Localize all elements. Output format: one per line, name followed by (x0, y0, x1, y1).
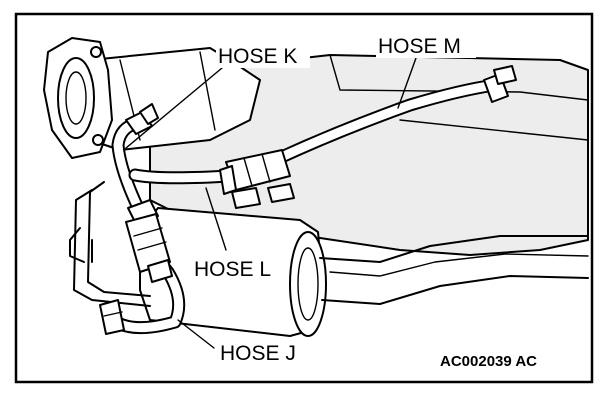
label-hose-k: HOSE K (218, 45, 297, 68)
hose-m-end-clamp (483, 65, 517, 103)
label-hose-j: HOSE J (220, 342, 296, 365)
leader-hose-l (205, 187, 227, 251)
solenoid-valve (219, 149, 295, 209)
leader-hose-j (177, 319, 215, 349)
label-hose-m: HOSE M (378, 35, 461, 58)
tail-pipe (319, 235, 589, 305)
hose-j-bottom-clamp (99, 299, 125, 335)
label-hose-l: HOSE L (194, 258, 271, 281)
figure-id: AC002039 AC (440, 353, 537, 370)
leader-hose-k (125, 67, 223, 149)
purge-valve-connector (125, 199, 173, 283)
leader-hose-m (397, 57, 417, 109)
exhaust-flange (43, 37, 113, 159)
